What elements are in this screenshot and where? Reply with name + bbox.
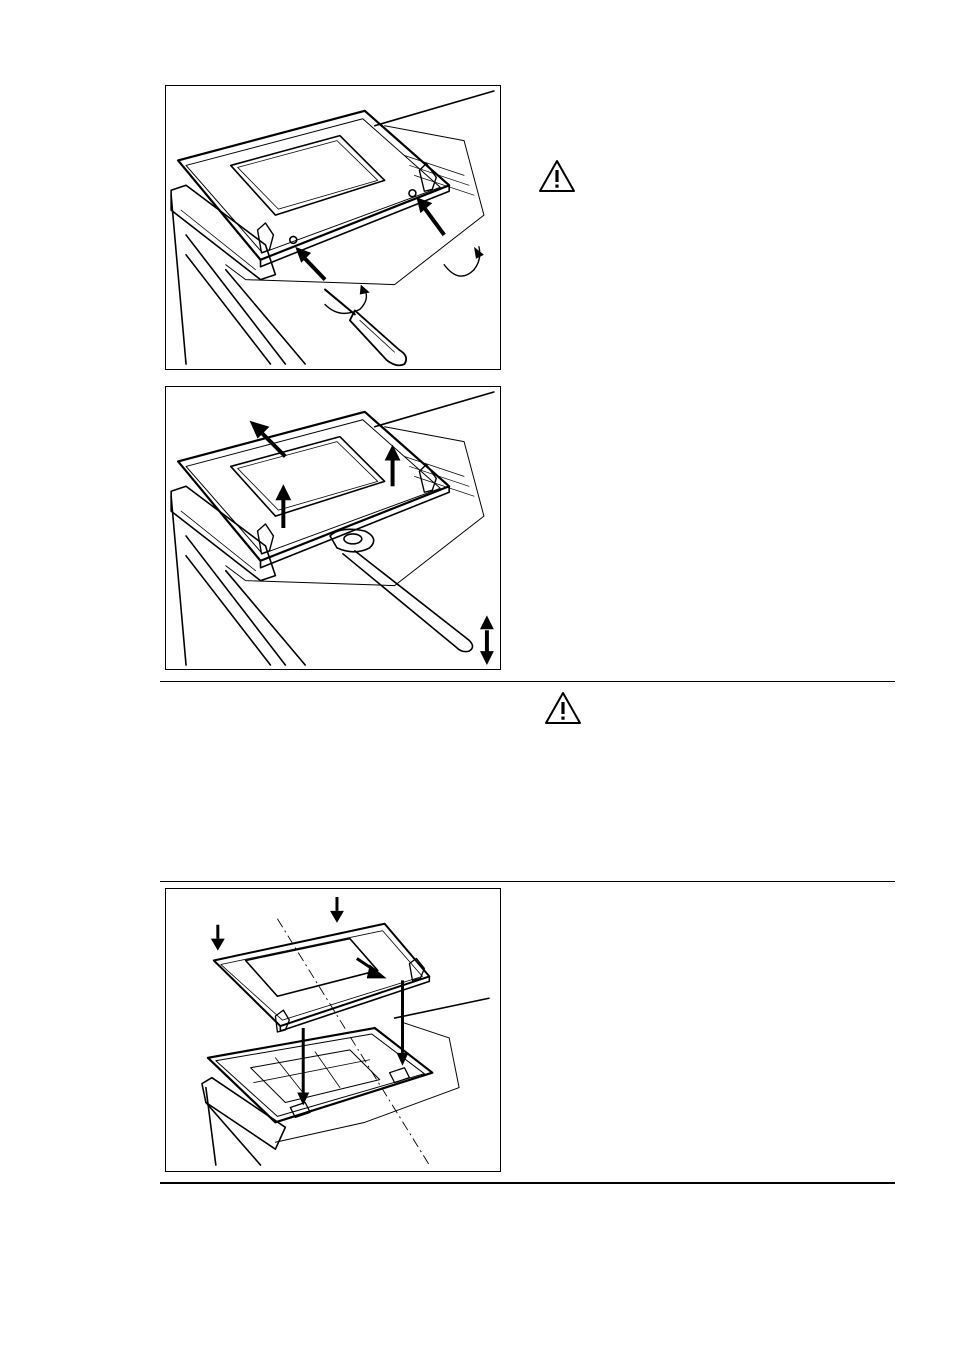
figure-door-hinge-screws xyxy=(165,85,501,370)
warning-triangle-icon xyxy=(543,690,583,726)
warning-triangle-icon xyxy=(537,158,577,194)
figure-door-glass-reinstall xyxy=(165,888,501,1172)
section-divider-bottom xyxy=(160,1182,895,1184)
door-hinge-screw-removal-illustration xyxy=(166,86,500,369)
figure-door-panel-lift xyxy=(165,386,501,670)
section-divider xyxy=(160,681,895,682)
section-divider xyxy=(160,881,895,882)
door-panel-lift-off-illustration xyxy=(166,387,500,669)
door-glass-panel-reinstall-illustration xyxy=(166,889,500,1171)
